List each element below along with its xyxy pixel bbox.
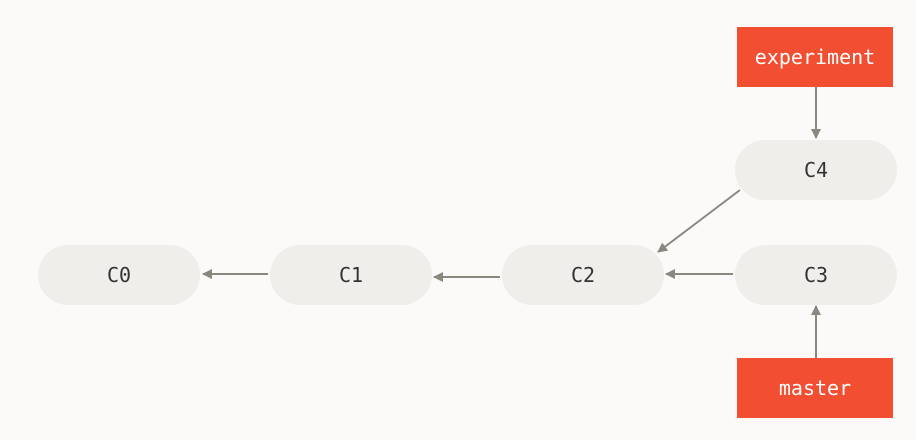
branch-master-label: master	[779, 376, 851, 400]
branch-master: master	[737, 358, 893, 418]
commit-c1: C1	[270, 245, 432, 305]
commit-c2-label: C2	[571, 263, 595, 287]
branch-experiment-label: experiment	[755, 45, 875, 69]
commit-c4-label: C4	[804, 158, 828, 182]
commit-c3: C3	[735, 245, 897, 305]
edge-c4-to-c2	[657, 189, 741, 253]
branch-experiment: experiment	[737, 27, 893, 87]
commit-c1-label: C1	[339, 263, 363, 287]
commit-c2: C2	[502, 245, 664, 305]
commit-c3-label: C3	[804, 263, 828, 287]
commit-c0-label: C0	[107, 263, 131, 287]
commit-c4: C4	[735, 140, 897, 200]
commit-c0: C0	[38, 245, 200, 305]
